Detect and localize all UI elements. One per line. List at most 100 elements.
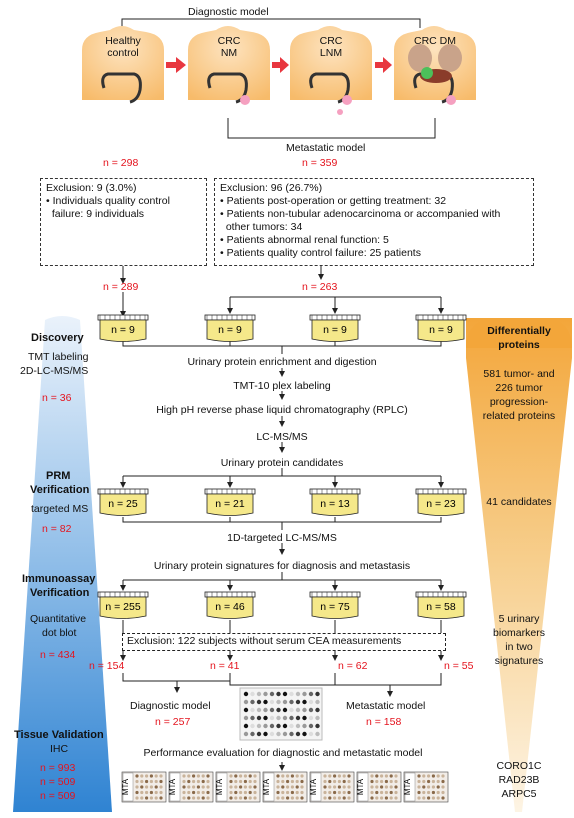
tma-core — [422, 790, 426, 795]
tma-core — [239, 779, 243, 784]
tma-core — [182, 790, 186, 795]
tma-core — [140, 796, 144, 800]
tma-core — [149, 774, 153, 778]
left-phase-wedge — [13, 316, 112, 812]
tma-core — [243, 779, 247, 784]
tma-core — [135, 790, 139, 795]
tma-core — [229, 779, 233, 784]
blot-dot — [276, 715, 281, 721]
tma-core — [192, 779, 196, 784]
immuno-after-n-2: n = 41 — [210, 660, 240, 672]
tma-core — [290, 774, 294, 778]
tma-core — [342, 785, 346, 789]
blot-dot — [243, 691, 249, 697]
jar-prm-4: n = 23 — [415, 488, 467, 516]
tma-core — [145, 774, 149, 778]
tma-core — [253, 796, 257, 800]
tma-core — [140, 785, 144, 789]
excl-right-line: • Patients non-tubular adenocarcinoma or… — [220, 208, 501, 220]
tma-core — [192, 790, 196, 795]
tma-core — [380, 785, 384, 789]
tma-core — [276, 779, 280, 784]
tma-core — [347, 790, 351, 795]
jar-label: n = 9 — [218, 324, 242, 336]
blot-dot — [302, 723, 307, 729]
tma-label: MTA — [121, 778, 130, 795]
tma-core — [286, 796, 290, 800]
blot-dot — [250, 731, 255, 737]
blot-dot — [256, 707, 262, 713]
tissue-method: IHC — [50, 743, 69, 755]
tma-core — [239, 774, 243, 778]
tma-core — [342, 774, 346, 778]
tma-core — [370, 774, 374, 778]
blot-dot — [315, 723, 320, 729]
blot-dot — [308, 731, 314, 737]
tma-core — [182, 779, 186, 784]
tma-core — [436, 796, 440, 800]
tma-core — [286, 774, 290, 778]
tma-core — [290, 785, 294, 789]
tma-core — [300, 790, 304, 795]
jar-label: n = 9 — [323, 324, 347, 336]
tma-core — [436, 785, 440, 789]
tma-core — [384, 779, 388, 784]
tma-label: MTA — [403, 778, 412, 795]
tma-core — [234, 785, 238, 789]
blot-dot — [256, 715, 262, 721]
blot-dot — [263, 715, 268, 721]
tma-core — [347, 774, 351, 778]
blot-dot — [276, 691, 281, 697]
tma-core — [384, 796, 388, 800]
tma-core — [300, 774, 304, 778]
tma-core — [441, 790, 445, 795]
tma-core — [431, 779, 435, 784]
jar-immuno-1: n = 255 — [97, 591, 149, 619]
excl-right-line: other tumors: 34 — [220, 221, 303, 233]
tma-core — [229, 796, 233, 800]
right-p3-3: in two — [505, 641, 533, 653]
jar-discovery-1: n = 9 — [97, 314, 149, 342]
tma-core — [187, 774, 191, 778]
blot-dot — [269, 731, 275, 737]
tma-core — [370, 785, 374, 789]
tma-core — [441, 774, 445, 778]
tma-core — [370, 790, 374, 795]
blot-dot — [289, 731, 294, 737]
blot-dot — [276, 723, 281, 729]
blot-dot — [295, 723, 301, 729]
tma-core — [394, 796, 398, 800]
tma-core — [187, 779, 191, 784]
tma-label: MTA — [215, 778, 224, 795]
blot-dot — [295, 699, 301, 705]
tma-core — [441, 796, 445, 800]
blot-dot — [289, 707, 294, 713]
tma-core — [389, 774, 393, 778]
tma-core — [196, 790, 200, 795]
step-enrichment: Urinary protein enrichment and digestion — [187, 356, 377, 368]
tma-core — [201, 790, 205, 795]
jar-label: n = 46 — [215, 601, 245, 613]
tma-core — [286, 785, 290, 789]
tma-core — [154, 796, 158, 800]
tma-core — [206, 796, 210, 800]
jar-prm-3: n = 13 — [309, 488, 361, 516]
discovery-method-2: 2D-LC-MS/MS — [20, 365, 89, 377]
right-p1-3: progression- — [489, 396, 549, 408]
tma-core — [192, 785, 196, 789]
tma-core — [370, 779, 374, 784]
tma-core — [431, 785, 435, 789]
tma-core — [135, 774, 139, 778]
tma-core — [182, 785, 186, 789]
blot-dot — [263, 707, 268, 713]
tma-core — [323, 796, 327, 800]
tma-core — [422, 785, 426, 789]
jar-prm-2: n = 21 — [204, 488, 256, 516]
tma-core — [436, 779, 440, 784]
blot-dot — [263, 699, 268, 705]
jar-label: n = 9 — [111, 324, 135, 336]
n-crc-after: n = 263 — [302, 281, 338, 293]
exclusion-box-healthy: Exclusion: 9 (3.0%) • Individuals qualit… — [40, 178, 207, 266]
jar-discovery-3: n = 9 — [309, 314, 361, 342]
tma-core — [328, 785, 332, 789]
